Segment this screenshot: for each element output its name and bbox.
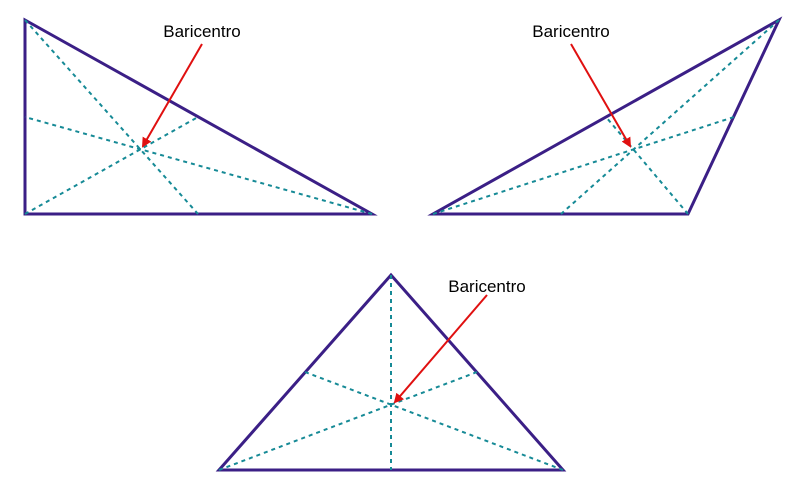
barycenter-label: Baricentro (448, 277, 525, 296)
median-line (304, 371, 564, 471)
pointer-arrow (570, 43, 632, 148)
median-line (24, 116, 199, 215)
triangle-outline (427, 16, 783, 216)
pointer-arrow (141, 43, 203, 148)
barycenter-label: Baricentro (163, 22, 240, 41)
median-line (605, 116, 689, 215)
pointer-arrow (393, 294, 488, 404)
median-line (560, 19, 780, 215)
median-line (432, 116, 735, 215)
barycenter-label: Baricentro (532, 22, 609, 41)
median-line (24, 116, 373, 215)
median-line (24, 19, 199, 215)
figure-right-triangle: Baricentro (23, 17, 378, 216)
figure-isosceles-triangle: Baricentro (215, 272, 567, 472)
figure-obtuse-triangle: Baricentro (427, 16, 783, 216)
median-line (218, 371, 478, 471)
